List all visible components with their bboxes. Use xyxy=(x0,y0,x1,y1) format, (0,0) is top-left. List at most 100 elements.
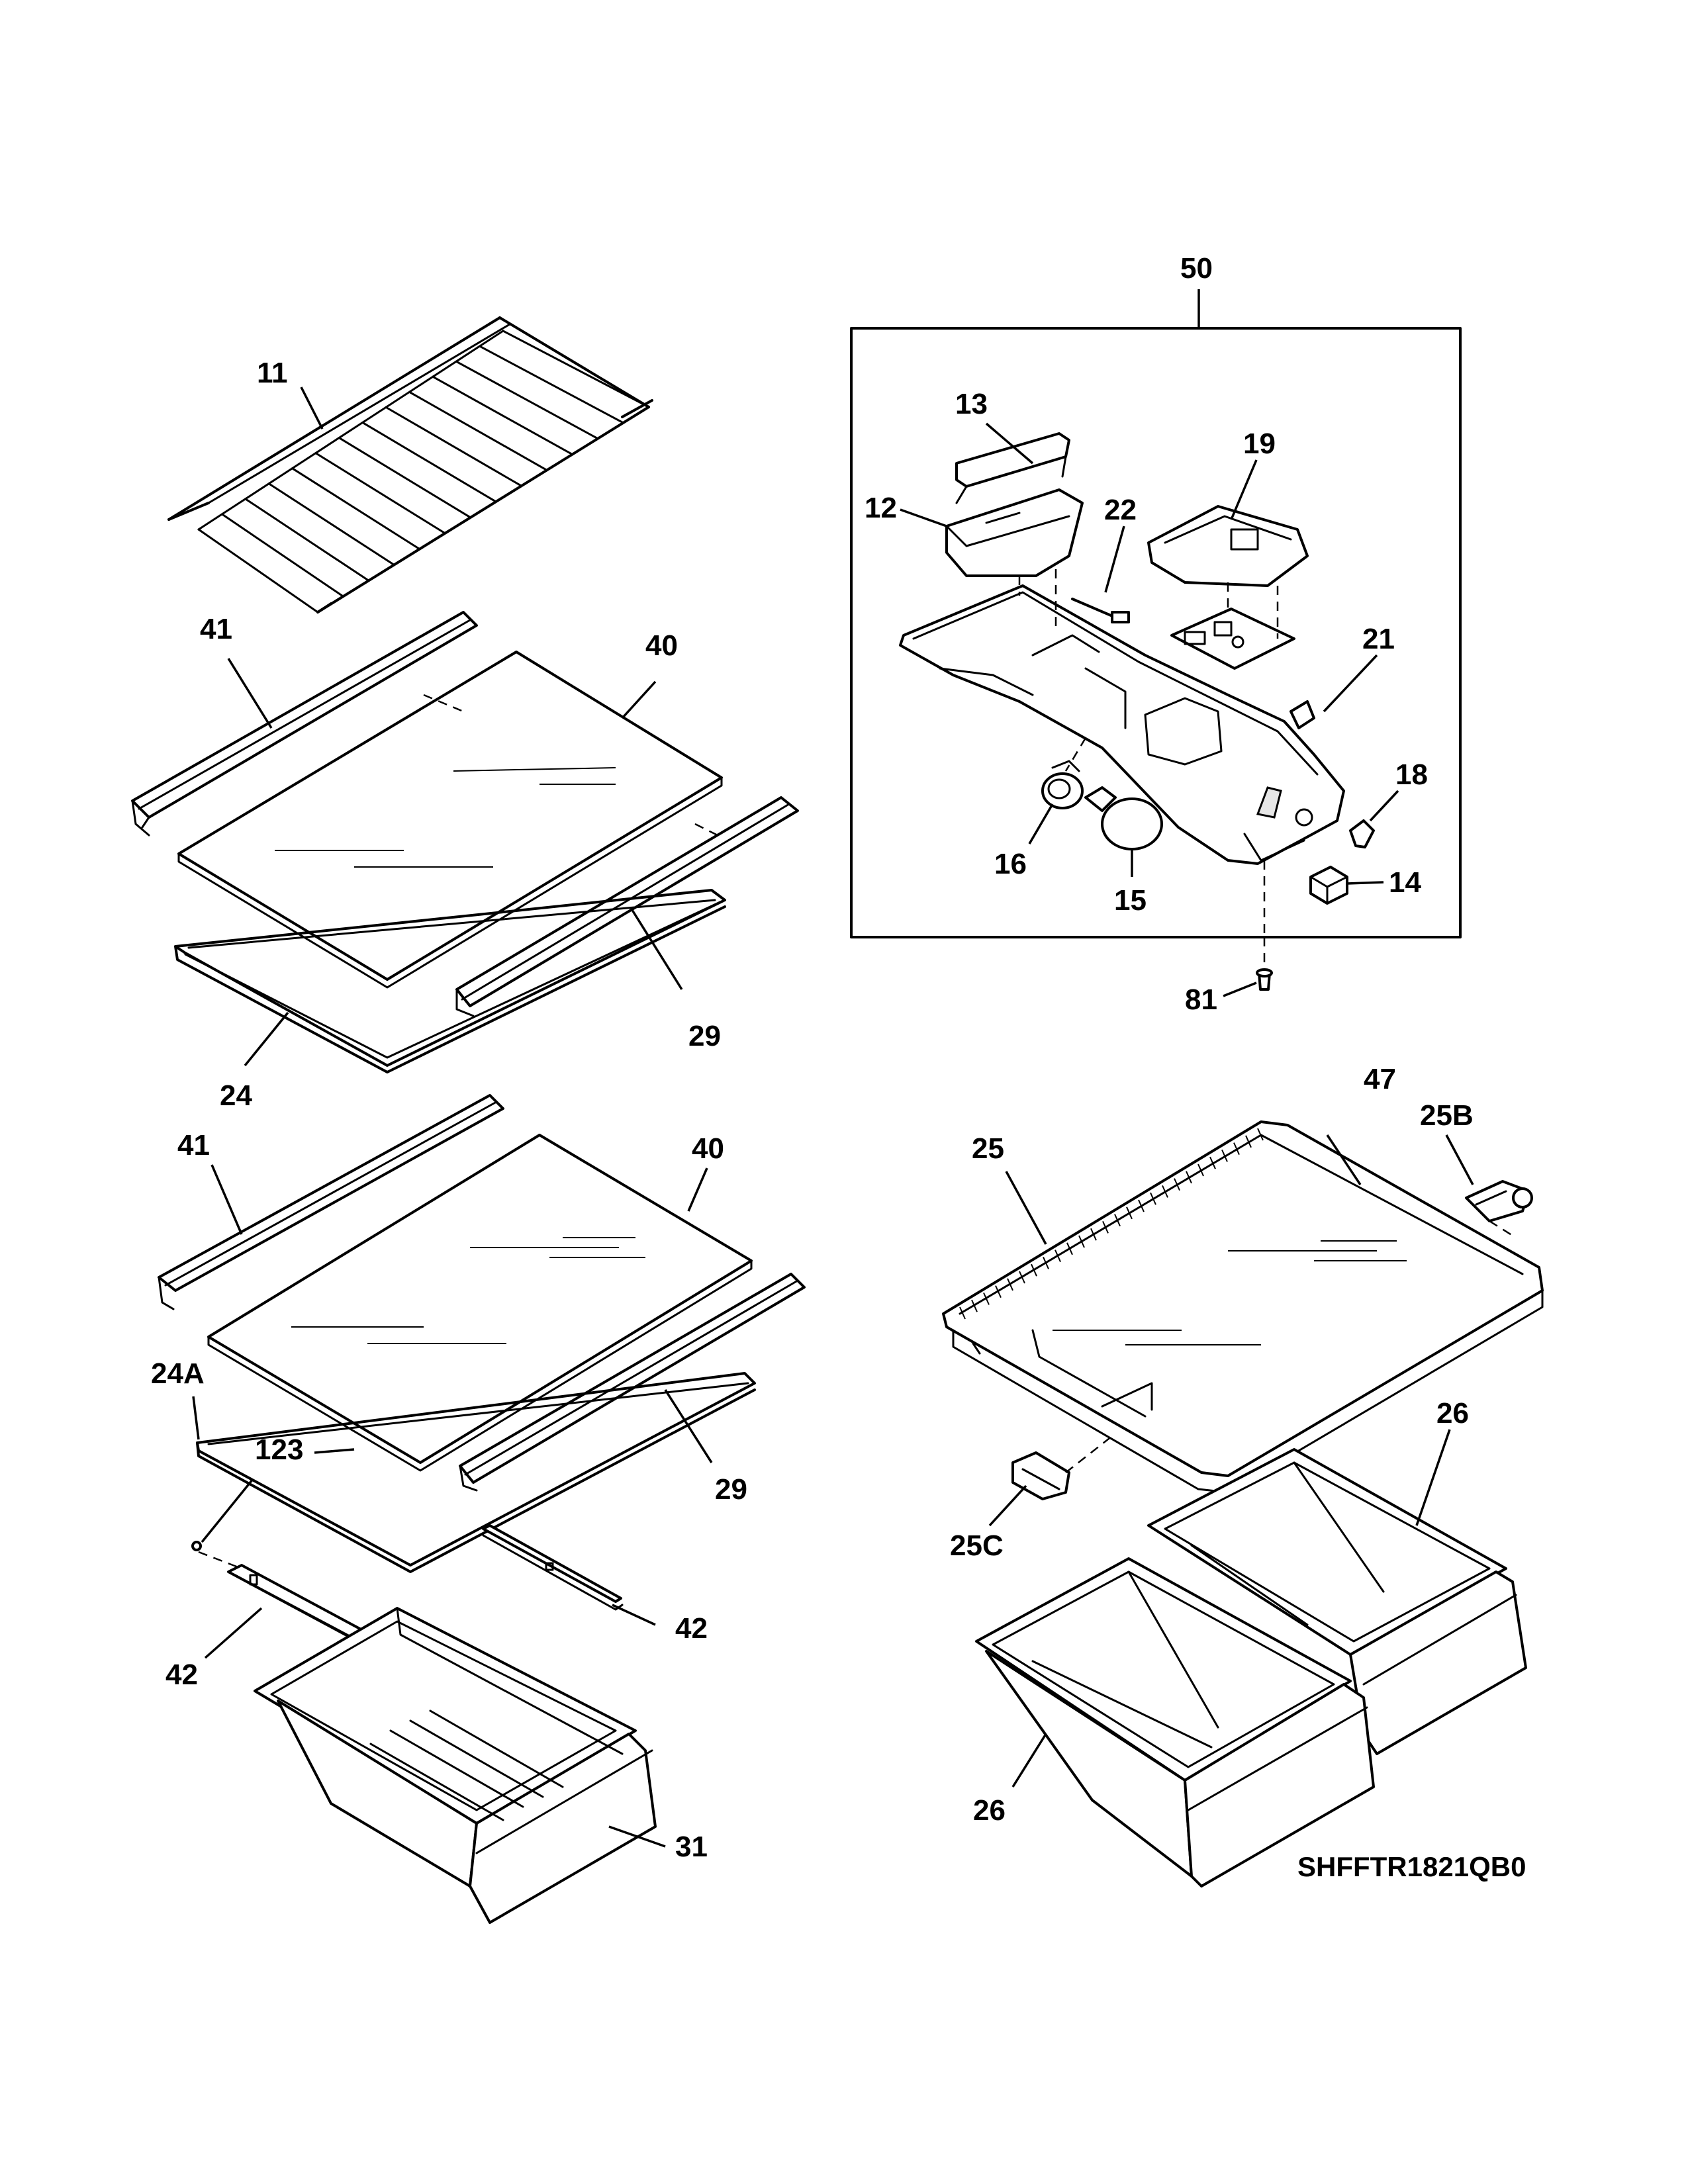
callout-26-rear: 26 xyxy=(1436,1397,1469,1430)
shelf-trim-part-41-upper xyxy=(131,611,478,837)
screw-part-123 xyxy=(191,1541,202,1551)
vent-slot xyxy=(1007,1278,1013,1291)
housing-body xyxy=(899,584,1345,865)
wire-shelf-part-11 xyxy=(167,316,653,614)
vent-slot xyxy=(1245,1135,1252,1148)
callout-42-left: 42 xyxy=(165,1659,198,1691)
light-housing-assembly-part-50 xyxy=(850,289,1462,938)
callout-50: 50 xyxy=(1180,252,1213,285)
glass-shelf-part-40-upper xyxy=(177,651,723,989)
part-14-switch xyxy=(1309,866,1348,905)
glass-shelf-part-40-lower xyxy=(207,1134,753,1472)
wire-rung xyxy=(361,421,497,503)
vent-slot xyxy=(1043,1256,1049,1269)
wire-rung xyxy=(455,360,599,440)
vent-slot xyxy=(1078,1235,1085,1248)
callout-24: 24 xyxy=(220,1079,252,1112)
diagram-code: SHFFTR1821QB0 xyxy=(1297,1851,1526,1882)
callout-15: 15 xyxy=(1114,884,1147,917)
assembly-box xyxy=(850,327,1462,938)
wire-rung xyxy=(385,406,523,487)
callout-25c: 25C xyxy=(950,1529,1004,1562)
vent-slot xyxy=(1066,1242,1073,1255)
callout-22: 22 xyxy=(1104,494,1137,526)
vent-slot xyxy=(1186,1171,1192,1184)
vent-slot xyxy=(1126,1206,1133,1220)
vent-slot xyxy=(1197,1163,1204,1177)
callout-123: 123 xyxy=(255,1433,303,1466)
vent-slot xyxy=(995,1285,1002,1298)
drawer-part-26-rear xyxy=(1147,1448,1527,1755)
callout-16: 16 xyxy=(994,848,1027,880)
callout-40-lower: 40 xyxy=(692,1132,724,1165)
part-12-lens-cover xyxy=(945,488,1084,577)
shelf-trim-part-29-upper xyxy=(455,796,799,1017)
vent-slot xyxy=(1138,1199,1145,1212)
callout-labels: 50 11 13 12 19 22 21 18 16 15 14 81 41 4… xyxy=(151,252,1526,1882)
vent-slot xyxy=(1031,1263,1037,1277)
shelf-trim-part-41-lower xyxy=(158,1094,504,1310)
rail-part-42-right xyxy=(482,1524,624,1611)
vent-slot xyxy=(1233,1142,1240,1156)
leader-lines xyxy=(192,387,1474,1848)
clip-part-25b xyxy=(1465,1180,1533,1222)
screw-part-81 xyxy=(1256,968,1273,991)
vent-slot xyxy=(1221,1149,1228,1162)
callout-29-upper: 29 xyxy=(688,1020,721,1052)
drawer-part-26-front xyxy=(975,1557,1375,1888)
callout-41-upper: 41 xyxy=(200,613,232,645)
callout-31: 31 xyxy=(675,1831,708,1863)
callout-81: 81 xyxy=(1185,983,1217,1016)
callout-26-front: 26 xyxy=(973,1794,1006,1827)
callout-21: 21 xyxy=(1362,623,1395,655)
callout-18: 18 xyxy=(1395,758,1428,791)
vent-slot xyxy=(971,1299,978,1312)
clip-part-25c xyxy=(1011,1451,1070,1500)
callout-41-lower: 41 xyxy=(177,1129,210,1161)
vent-slot xyxy=(1114,1214,1121,1227)
callout-19: 19 xyxy=(1243,428,1276,460)
part-21-switch xyxy=(1289,700,1315,729)
wire-rung xyxy=(220,513,344,598)
callout-47: 47 xyxy=(1364,1063,1396,1095)
vent-slot xyxy=(1090,1228,1097,1241)
vent-slot xyxy=(1055,1250,1061,1263)
vent-slot xyxy=(1150,1192,1156,1205)
vent-slot xyxy=(1174,1178,1180,1191)
vent-slot xyxy=(983,1292,990,1305)
part-22-sensor xyxy=(1071,598,1130,623)
callout-11: 11 xyxy=(257,357,288,389)
vent-slot xyxy=(1102,1220,1109,1234)
callout-25b: 25B xyxy=(1420,1099,1474,1132)
wire-rung xyxy=(479,345,625,424)
callout-42-right: 42 xyxy=(675,1612,708,1645)
callout-14: 14 xyxy=(1389,866,1421,899)
wire-rung xyxy=(338,437,472,519)
control-board xyxy=(1170,608,1295,670)
callout-12: 12 xyxy=(865,492,897,524)
shelf-frame-part-24a xyxy=(196,1372,756,1573)
vent-slot xyxy=(1019,1271,1025,1284)
part-19-control xyxy=(1147,505,1309,587)
vent-slot xyxy=(959,1306,966,1320)
crisper-cover-part-25-47 xyxy=(942,1120,1544,1494)
callout-24a: 24A xyxy=(151,1357,205,1390)
wire-rung xyxy=(197,528,319,614)
wire-rung xyxy=(267,482,395,566)
wire-rung xyxy=(244,498,370,582)
callout-40-upper: 40 xyxy=(645,629,678,662)
shelf-frame-part-24 xyxy=(174,889,726,1073)
shelf-trim-part-29-lower xyxy=(459,1273,806,1492)
wire-rung xyxy=(408,390,548,471)
callout-29-lower: 29 xyxy=(715,1473,747,1506)
part-13-shield xyxy=(955,432,1070,504)
crisper-drawer-part-31 xyxy=(254,1607,657,1924)
part-16-socket xyxy=(1041,760,1084,809)
vent-slot xyxy=(1257,1128,1264,1141)
wire-rung xyxy=(502,330,650,408)
part-18-knob xyxy=(1349,819,1375,848)
callout-25: 25 xyxy=(972,1132,1004,1165)
wire-rung xyxy=(432,375,574,456)
wire-rung xyxy=(314,452,446,535)
